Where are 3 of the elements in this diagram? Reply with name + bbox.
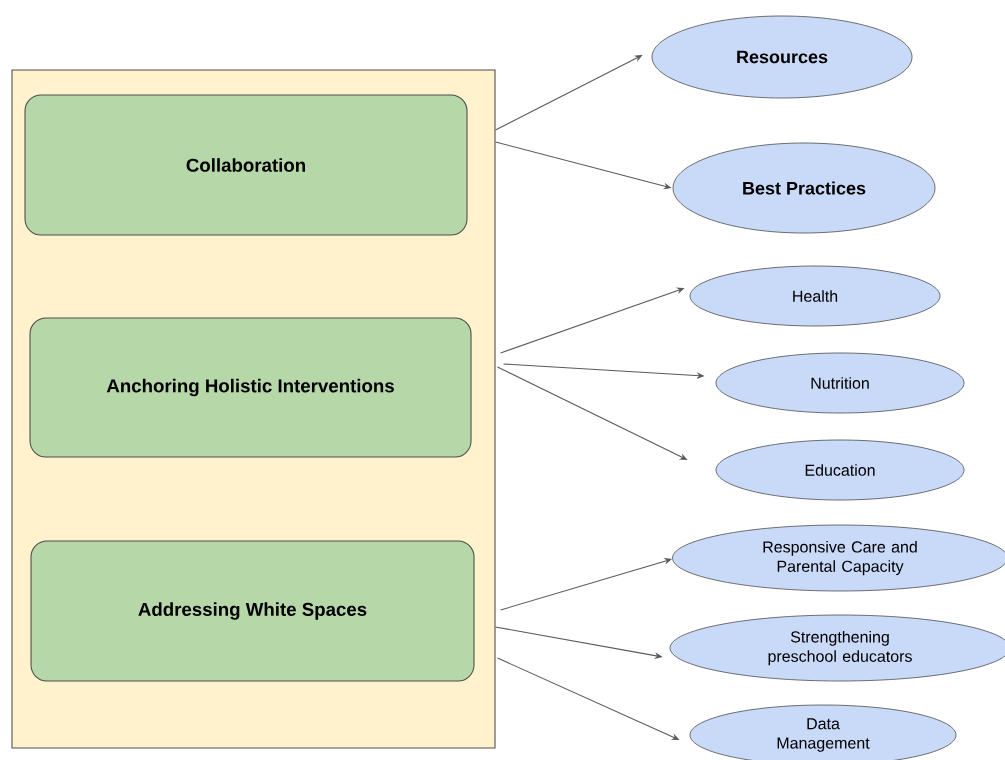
topic-box: Collaboration — [24, 94, 468, 236]
topic-box: Anchoring Holistic Interventions — [29, 317, 472, 458]
topic-box: Addressing White Spaces — [30, 540, 475, 682]
